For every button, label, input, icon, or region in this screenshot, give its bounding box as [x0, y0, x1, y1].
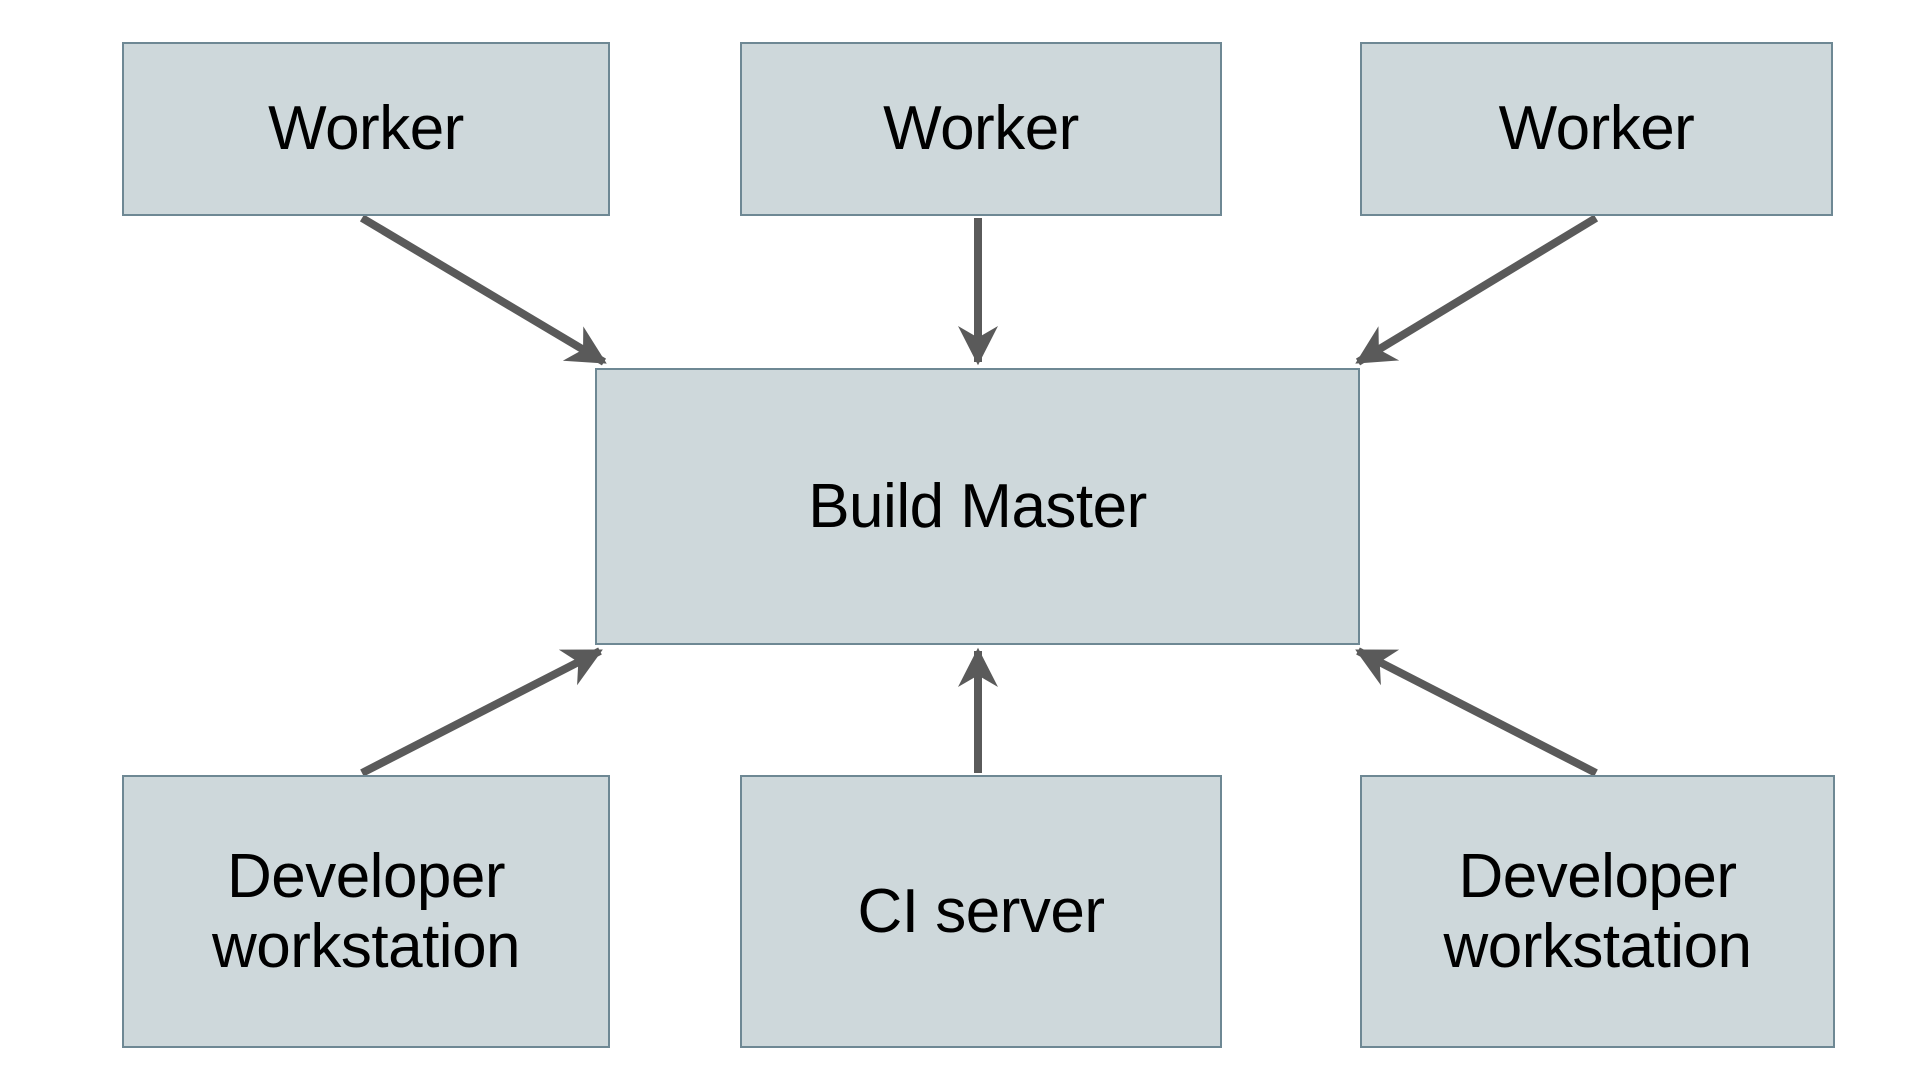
edge-worker-right-to-master-arrow-icon	[1355, 214, 1599, 366]
node-label-worker-center: Worker	[883, 94, 1079, 164]
node-label-dev-workstation-right: Developer workstation	[1443, 842, 1752, 981]
node-worker-left[interactable]: Worker	[122, 42, 610, 216]
node-label-dev-workstation-left: Developer workstation	[211, 842, 521, 981]
node-ci-server[interactable]: CI server	[740, 775, 1222, 1048]
node-worker-center[interactable]: Worker	[740, 42, 1222, 216]
node-build-master[interactable]: Build Master	[595, 368, 1360, 645]
node-dev-workstation-right[interactable]: Developer workstation	[1360, 775, 1835, 1048]
node-label-build-master: Build Master	[808, 471, 1147, 541]
edge-worker-left-to-master-arrow-icon	[359, 214, 607, 366]
node-worker-right[interactable]: Worker	[1360, 42, 1833, 216]
node-label-ci-server: CI server	[857, 876, 1105, 946]
edge-dev-left-to-master-arrow-icon	[360, 647, 603, 777]
node-label-worker-left: Worker	[268, 94, 464, 164]
node-dev-workstation-left[interactable]: Developer workstation	[122, 775, 610, 1048]
node-label-worker-right: Worker	[1498, 94, 1695, 164]
edge-dev-right-to-master-arrow-icon	[1355, 647, 1598, 777]
